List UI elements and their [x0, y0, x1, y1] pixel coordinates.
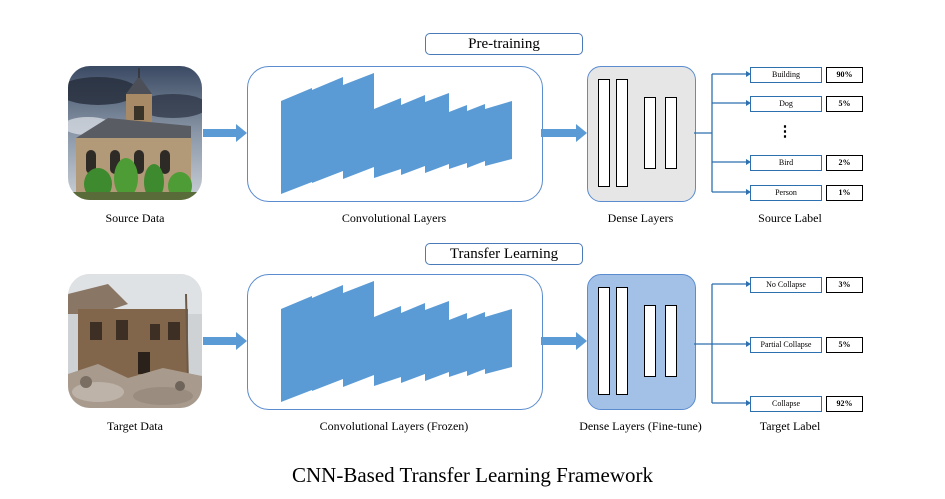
dense-unit [598, 287, 610, 395]
target-pct-partial-collapse: 5% [826, 337, 863, 353]
arrow-icon [541, 124, 587, 142]
dense-unit [598, 79, 610, 187]
target-label-collapse: Collapse [750, 396, 822, 412]
conv-layer-6 [425, 301, 449, 381]
dense-layers-module-top [587, 66, 696, 202]
arrow-icon [541, 332, 587, 350]
conv-layer-2 [312, 77, 343, 183]
dense-unit [616, 287, 628, 395]
conv-layers-caption-top: Convolutional Layers [341, 211, 447, 225]
target-pct-no-collapse: 3% [826, 277, 863, 293]
conv-layer-7 [449, 105, 467, 169]
arrow-icon [203, 332, 247, 350]
source-label-caption: Source Label [758, 211, 822, 225]
dense-unit [665, 305, 677, 377]
source-data-image [68, 66, 202, 200]
target-label-caption: Target Label [759, 419, 821, 433]
transfer-learning-header: Transfer Learning [425, 243, 583, 265]
conv-layers-module-bottom [247, 274, 543, 410]
source-label-dog: Dog [750, 96, 822, 112]
conv-layer-2 [312, 285, 343, 391]
conv-layer-5 [401, 303, 425, 383]
pretraining-header: Pre-training [425, 33, 583, 55]
conv-layer-3 [343, 281, 374, 387]
target-label-partial-collapse: Partial Collapse [750, 337, 822, 353]
conv-layer-1 [281, 296, 312, 402]
conv-layer-5 [401, 95, 425, 175]
conv-layer-8 [467, 312, 485, 376]
source-pct-dog: 5% [826, 96, 863, 112]
source-label-person: Person [750, 185, 822, 201]
conv-layer-6 [425, 93, 449, 173]
target-data-image [68, 274, 202, 408]
conv-layer-9 [485, 101, 512, 166]
ellipsis: ⋮ [777, 124, 793, 140]
dense-layers-caption-top: Dense Layers [607, 211, 674, 225]
target-data-caption: Target Data [107, 419, 163, 433]
source-pct-building: 90% [826, 67, 863, 83]
conv-layer-7 [449, 313, 467, 377]
target-label-no-collapse: No Collapse [750, 277, 822, 293]
arrow-icon [203, 124, 247, 142]
conv-layer-4 [374, 98, 401, 178]
dense-layers-module-bottom [587, 274, 696, 410]
source-label-building: Building [750, 67, 822, 83]
source-label-bird: Bird [750, 155, 822, 171]
dense-unit [644, 97, 656, 169]
conv-layer-8 [467, 104, 485, 168]
conv-layer-4 [374, 306, 401, 386]
conv-layer-9 [485, 309, 512, 374]
source-data-caption: Source Data [105, 211, 165, 225]
source-pct-bird: 2% [826, 155, 863, 171]
dense-layers-caption-bottom: Dense Layers (Fine-tune) [579, 419, 702, 433]
conv-layers-caption-bottom: Convolutional Layers (Frozen) [319, 419, 469, 433]
target-pct-collapse: 92% [826, 396, 863, 412]
dense-unit [665, 97, 677, 169]
conv-layer-3 [343, 73, 374, 179]
conv-layers-module-top [247, 66, 543, 202]
source-pct-person: 1% [826, 185, 863, 201]
dense-unit [616, 79, 628, 187]
dense-unit [644, 305, 656, 377]
conv-layer-1 [281, 88, 312, 194]
diagram-title: CNN-Based Transfer Learning Framework [291, 463, 653, 487]
